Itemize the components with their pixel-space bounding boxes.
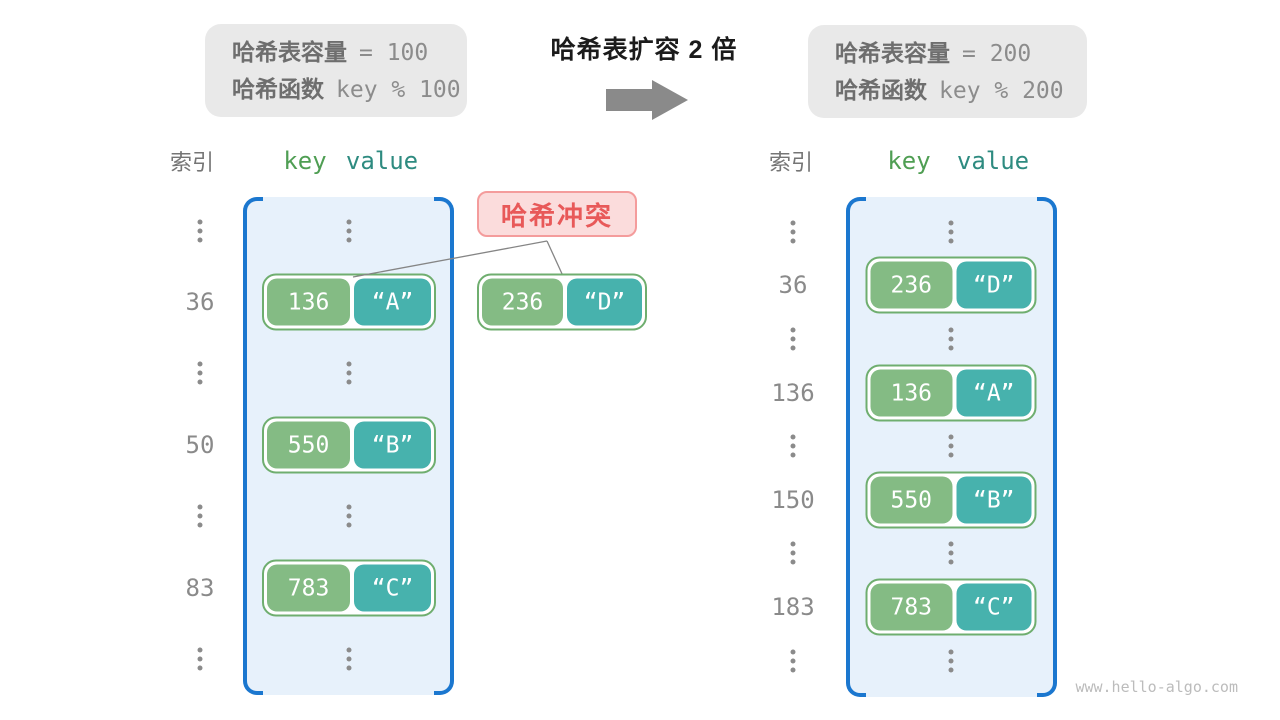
hash-function-line: 哈希函数 key % 100 xyxy=(232,74,467,105)
key-cell: 550 xyxy=(267,421,351,469)
right-value-header: value xyxy=(956,147,1030,175)
capacity-label: 哈希表容量 xyxy=(232,38,347,65)
key-cell: 783 xyxy=(870,583,953,631)
ellipsis-dots xyxy=(948,327,954,351)
key-cell: 236 xyxy=(870,261,953,309)
kv-pair-236-D: 236 “D” xyxy=(865,256,1037,314)
watermark: www.hello-algo.com xyxy=(1075,678,1238,696)
ellipsis-dots xyxy=(197,219,203,243)
key-cell: 136 xyxy=(267,278,351,326)
index-label: 136 xyxy=(771,379,815,407)
hash-function-label: 哈希函数 xyxy=(232,75,324,102)
hash-function-value: key % 200 xyxy=(939,77,1064,104)
index-label: 183 xyxy=(771,593,815,621)
ellipsis-dots xyxy=(790,220,796,244)
ellipsis-dots xyxy=(346,219,352,243)
key-cell: 550 xyxy=(870,476,953,524)
ellipsis-dots xyxy=(346,361,352,385)
kv-pair-236-D-colliding: 236 “D” xyxy=(477,273,647,331)
hash-collision-callout: 哈希冲突 xyxy=(477,191,637,237)
ellipsis-dots xyxy=(197,361,203,385)
kv-pair-783-C: 783 “C” xyxy=(262,559,436,617)
right-index-header: 索引 xyxy=(768,150,814,175)
value-cell: “C” xyxy=(354,564,431,612)
ellipsis-dots xyxy=(790,541,796,565)
left-value-header: value xyxy=(345,147,419,175)
key-cell: 236 xyxy=(482,278,563,326)
value-cell: “C” xyxy=(956,583,1032,631)
kv-pair-136-A: 136 “A” xyxy=(865,364,1037,422)
kv-pair-550-B: 550 “B” xyxy=(865,471,1037,529)
kv-pair-783-C: 783 “C” xyxy=(865,578,1037,636)
transition-title: 哈希表扩容 2 倍 xyxy=(550,36,738,64)
value-cell: “B” xyxy=(354,421,431,469)
value-cell: “D” xyxy=(567,278,642,326)
value-cell: “B” xyxy=(956,476,1032,524)
right-key-header: key xyxy=(887,147,931,175)
ellipsis-dots xyxy=(790,649,796,673)
capacity-line: 哈希表容量 = 200 xyxy=(835,38,1087,69)
kv-pair-550-B: 550 “B” xyxy=(262,416,436,474)
ellipsis-dots xyxy=(346,504,352,528)
capacity-value: = 100 xyxy=(359,39,429,66)
index-label: 83 xyxy=(185,574,215,602)
ellipsis-dots xyxy=(790,434,796,458)
left-key-header: key xyxy=(283,147,327,175)
value-cell: “A” xyxy=(354,278,431,326)
ellipsis-dots xyxy=(197,504,203,528)
index-label: 50 xyxy=(185,431,215,459)
value-cell: “D” xyxy=(956,261,1032,309)
ellipsis-dots xyxy=(948,649,954,673)
key-cell: 783 xyxy=(267,564,351,612)
value-cell: “A” xyxy=(956,369,1032,417)
index-label: 36 xyxy=(778,271,808,299)
key-cell: 136 xyxy=(870,369,953,417)
hash-function-line: 哈希函数 key % 200 xyxy=(835,75,1087,106)
ellipsis-dots xyxy=(948,220,954,244)
ellipsis-dots xyxy=(790,327,796,351)
ellipsis-dots xyxy=(948,541,954,565)
ellipsis-dots xyxy=(948,434,954,458)
right-arrow-head-icon xyxy=(652,80,688,120)
capacity-value: = 200 xyxy=(962,40,1032,67)
capacity-line: 哈希表容量 = 100 xyxy=(232,37,467,68)
info-box-before: 哈希表容量 = 100 哈希函数 key % 100 xyxy=(205,24,467,117)
kv-pair-136-A: 136 “A” xyxy=(262,273,436,331)
index-label: 150 xyxy=(771,486,815,514)
ellipsis-dots xyxy=(197,647,203,671)
hash-function-value: key % 100 xyxy=(336,76,461,103)
right-arrow-icon xyxy=(606,89,652,111)
hash-function-label: 哈希函数 xyxy=(835,76,927,103)
info-box-after: 哈希表容量 = 200 哈希函数 key % 200 xyxy=(808,25,1087,118)
ellipsis-dots xyxy=(346,647,352,671)
index-label: 36 xyxy=(185,288,215,316)
capacity-label: 哈希表容量 xyxy=(835,39,950,66)
left-index-header: 索引 xyxy=(169,150,215,175)
